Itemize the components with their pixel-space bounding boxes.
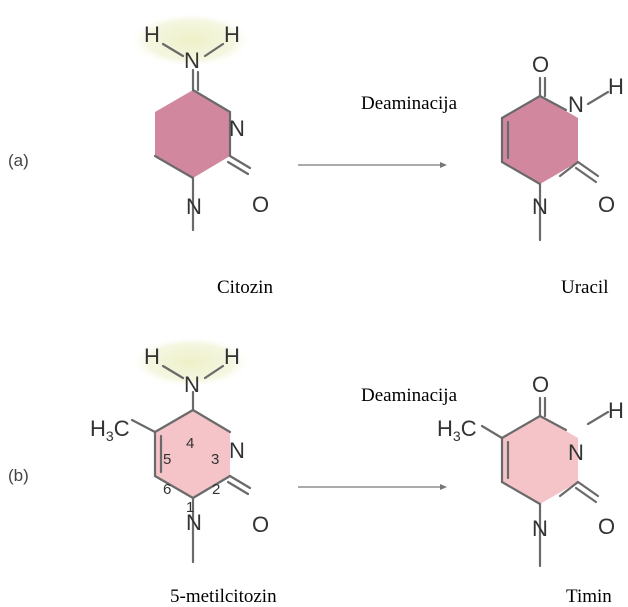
atom-n: N xyxy=(186,510,202,535)
atom-n: N xyxy=(568,92,584,117)
thymine-molecule: O N H N O H3C xyxy=(437,372,624,568)
atom-o: O xyxy=(532,372,549,397)
product-name-b: Timin xyxy=(566,586,612,607)
atom-o: O xyxy=(252,192,269,217)
atom-o: O xyxy=(532,52,549,77)
panel-label-a: (a) xyxy=(8,151,29,170)
cytosine-ring-fill xyxy=(155,90,230,178)
arrowhead-a xyxy=(440,162,447,168)
reactant-name-b: 5-metilcitozin xyxy=(170,586,277,607)
methyl-group: H3C xyxy=(437,416,477,444)
reaction-label-b: Deaminacija xyxy=(361,385,458,406)
methylcytosine-ring-fill xyxy=(155,410,230,498)
reactant-name-a: Citozin xyxy=(217,277,273,298)
atom-n: N xyxy=(229,116,245,141)
atom-o: O xyxy=(598,192,615,217)
cytosine-molecule: H H N N N O xyxy=(129,12,269,232)
cytosine-ring-bonds xyxy=(191,88,232,114)
atom-h: H xyxy=(224,344,240,369)
uracil-ring-fill xyxy=(502,96,578,184)
atom-h: H xyxy=(608,398,624,423)
amino-highlight xyxy=(129,12,253,68)
arrowhead-b xyxy=(440,484,447,490)
ring-number: 3 xyxy=(211,451,219,468)
ring-number: 1 xyxy=(186,499,194,516)
product-name-a: Uracil xyxy=(561,277,608,298)
atom-n: N xyxy=(532,194,548,219)
atom-n: N xyxy=(184,48,200,73)
amino-highlight xyxy=(131,336,251,388)
thymine-ring-fill xyxy=(502,416,578,504)
atom-n: N xyxy=(229,438,245,463)
ring-number: 2 xyxy=(212,481,220,498)
ring-number: 4 xyxy=(186,435,194,452)
uracil-molecule: O N H N O xyxy=(500,52,624,242)
atom-o: O xyxy=(252,512,269,537)
atom-h: H xyxy=(224,22,240,47)
reaction-label-a: Deaminacija xyxy=(361,93,458,114)
atom-n: N xyxy=(184,372,200,397)
methylcytosine-molecule: H H N N N O H3C 4 3 2 1 6 5 xyxy=(90,336,269,564)
atom-n: N xyxy=(568,440,584,465)
atom-n: N xyxy=(532,516,548,541)
atom-h: H xyxy=(608,74,624,99)
ring-number: 6 xyxy=(163,481,171,498)
atom-n: N xyxy=(186,194,202,219)
atom-h: H xyxy=(144,344,160,369)
panel-label-b: (b) xyxy=(8,466,29,485)
methyl-group: H3C xyxy=(90,416,130,444)
atom-h: H xyxy=(144,22,160,47)
atom-o: O xyxy=(598,514,615,539)
ring-number: 5 xyxy=(163,451,171,468)
